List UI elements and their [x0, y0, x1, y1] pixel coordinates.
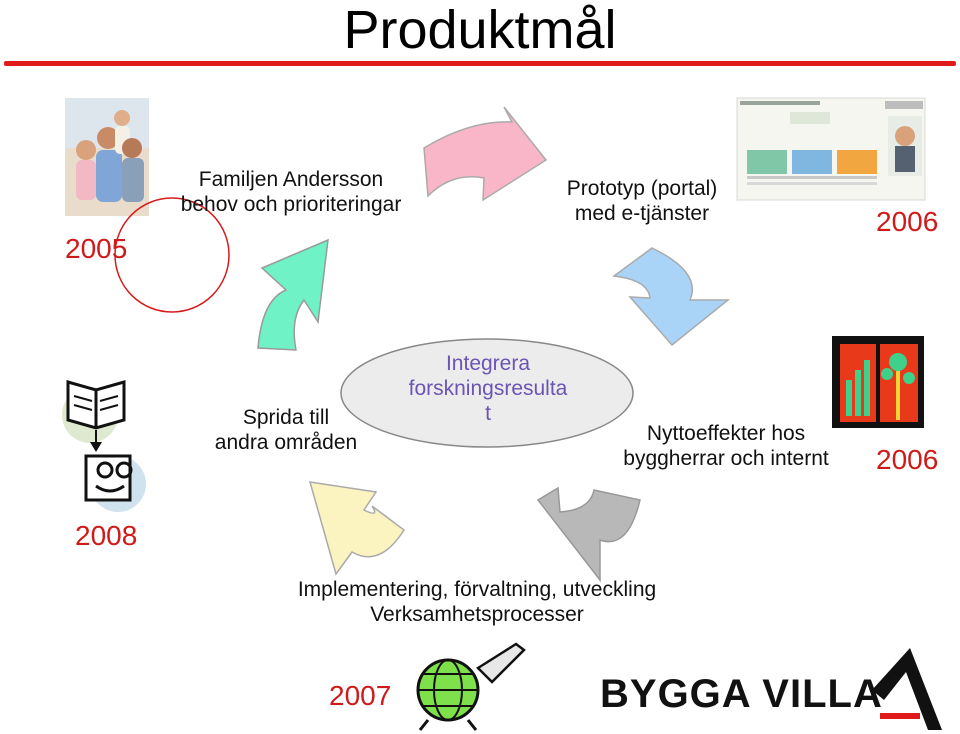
year-2006-top: 2006 [876, 206, 939, 237]
arrow-grey [536, 486, 641, 583]
title-underline [4, 61, 956, 66]
label-integrera: Integrera forskningsresulta t [408, 352, 568, 425]
bygga-villa-logo-mark [872, 648, 942, 730]
arrow-green [257, 238, 329, 351]
art-icon [832, 336, 924, 428]
label-implementering: Implementering, förvaltning, utveckling … [297, 578, 657, 626]
portal-screenshot [736, 97, 926, 201]
label-nyttoeffekter: Nyttoeffekter hos byggherrar och internt [623, 422, 829, 470]
highlight-circle [114, 197, 230, 313]
year-2005: 2005 [65, 233, 128, 264]
year-2006-right: 2006 [876, 444, 939, 475]
label-prototyp: Prototyp (portal) med e-tjänster [566, 177, 718, 225]
arrow-blue [612, 247, 731, 347]
page-title: Produktmål [343, 0, 617, 60]
year-2007: 2007 [329, 680, 392, 711]
year-2008: 2008 [75, 520, 138, 551]
center-ellipse [340, 338, 634, 448]
label-familjen: Familjen Andersson behov och prioriterin… [180, 168, 402, 216]
arrow-yellow [308, 481, 406, 576]
family-photo [65, 98, 149, 216]
globe-rocket-icon [416, 642, 526, 731]
label-sprida: Sprida till andra områden [214, 406, 358, 454]
bygga-villa-logo: BYGGA VILLA [600, 672, 883, 716]
arrow-pink [423, 106, 548, 202]
book-reading-icon [62, 380, 146, 512]
